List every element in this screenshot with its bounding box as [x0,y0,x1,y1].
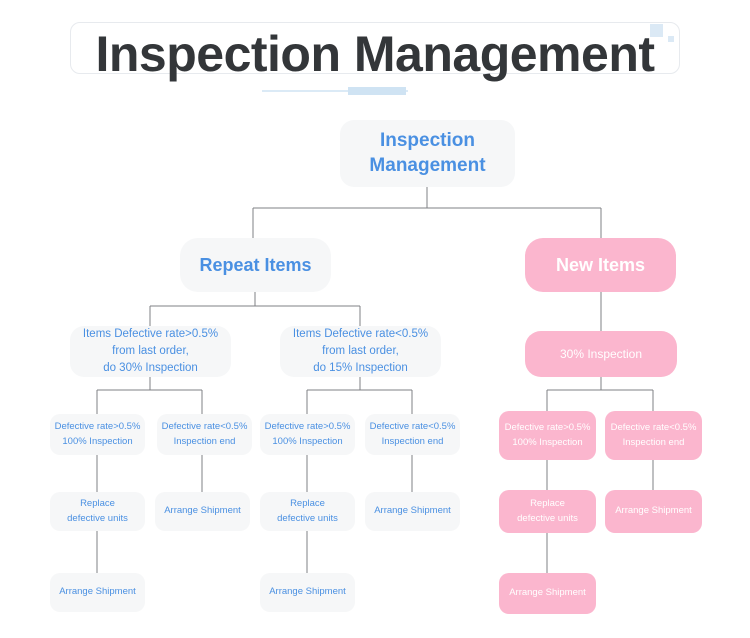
node-label: Replace defective units [67,498,128,524]
title-card [70,22,680,74]
node-label: Defective rate<0.5% Inspection end [369,421,456,447]
node-label: Arrange Shipment [269,586,346,598]
node-r-lt-arrange-shipment[interactable]: Arrange Shipment [365,492,460,531]
node-new-arrange-shipment-final[interactable]: Arrange Shipment [499,573,596,614]
node-label: Repeat Items [199,254,312,275]
node-label: Replace defective units [277,498,338,524]
page-title: Inspection Management [95,26,655,82]
decorative-square-small-icon [668,36,674,42]
node-label: New Items [555,254,646,275]
title-underline-thick [348,87,406,95]
node-repeat-low-defect-rate[interactable]: Items Defective rate<0.5% from last orde… [280,326,441,377]
node-label: Defective rate>0.5% 100% Inspection [54,421,141,447]
node-label: Arrange Shipment [374,505,451,517]
node-r-gt-replace-defective-units[interactable]: Replace defective units [50,492,145,531]
title-underline-thin [262,90,408,92]
node-r-gt-arrange-shipment-final[interactable]: Arrange Shipment [50,573,145,612]
node-new-defective-gt[interactable]: Defective rate>0.5% 100% Inspection [499,411,596,460]
node-inspection-management[interactable]: Inspection Management [340,120,515,187]
node-label: Inspection Management [369,130,486,176]
node-label: Arrange Shipment [509,587,586,599]
node-label: Arrange Shipment [615,505,692,517]
node-r-lt-defective-gt[interactable]: Defective rate>0.5% 100% Inspection [260,414,355,455]
node-label: Defective rate>0.5% 100% Inspection [264,421,351,447]
node-new-defective-lt[interactable]: Defective rate<0.5% Inspection end [605,411,702,460]
node-label: Defective rate>0.5% 100% Inspection [504,422,591,448]
node-r-gt-defective-gt[interactable]: Defective rate>0.5% 100% Inspection [50,414,145,455]
node-label: Defective rate<0.5% Inspection end [610,422,697,448]
node-r-lt-arrange-shipment-final[interactable]: Arrange Shipment [260,573,355,612]
node-r-gt-defective-lt[interactable]: Defective rate<0.5% Inspection end [157,414,252,455]
node-label: Replace defective units [517,498,578,524]
node-new-replace-defective-units[interactable]: Replace defective units [499,490,596,533]
node-label: Items Defective rate<0.5% from last orde… [292,328,429,374]
node-new-arrange-shipment[interactable]: Arrange Shipment [605,490,702,533]
node-label: 30% Inspection [559,347,643,361]
node-r-gt-arrange-shipment[interactable]: Arrange Shipment [155,492,250,531]
node-new-30-percent-inspection[interactable]: 30% Inspection [525,331,677,377]
node-repeat-high-defect-rate[interactable]: Items Defective rate>0.5% from last orde… [70,326,231,377]
node-r-lt-replace-defective-units[interactable]: Replace defective units [260,492,355,531]
decorative-square-icon [650,24,663,37]
node-label: Defective rate<0.5% Inspection end [161,421,248,447]
node-r-lt-defective-lt[interactable]: Defective rate<0.5% Inspection end [365,414,460,455]
node-label: Arrange Shipment [59,586,136,598]
node-new-items[interactable]: New Items [525,238,676,292]
node-label: Arrange Shipment [164,505,241,517]
node-label: Items Defective rate>0.5% from last orde… [82,328,219,374]
node-repeat-items[interactable]: Repeat Items [180,238,331,292]
